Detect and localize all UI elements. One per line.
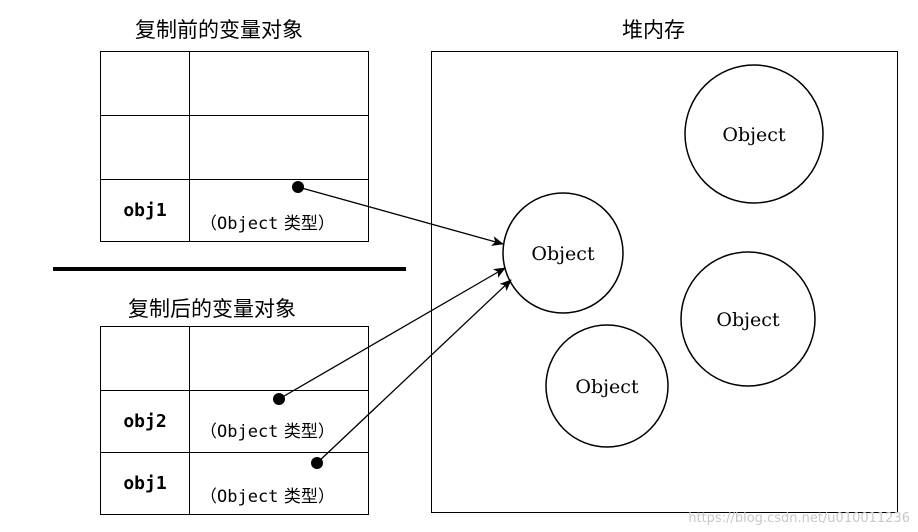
reference-arrow-before-obj1 xyxy=(297,186,504,246)
watermark: https://blog.csdn.net/u010011236 xyxy=(688,511,910,526)
reference-arrow-after-obj1 xyxy=(316,279,512,464)
heap-memory-box xyxy=(431,51,898,513)
variable-value-cell: （Object 类型） xyxy=(189,452,369,515)
table-row xyxy=(100,115,369,180)
after-copy-variable-table: obj2 （Object 类型） obj1 （Object 类型） xyxy=(100,326,369,515)
table-row: obj2 （Object 类型） xyxy=(100,390,369,453)
before-copy-variable-table: obj1 （Object 类型） xyxy=(100,51,369,242)
heap-object-circle-referenced: Object xyxy=(502,192,624,314)
paren-close: ） xyxy=(317,422,335,442)
type-code: Object xyxy=(217,487,279,507)
paren-open: （ xyxy=(200,214,217,234)
section-divider xyxy=(53,267,406,271)
heap-object-circle: Object xyxy=(680,251,816,387)
heap-title: 堆内存 xyxy=(622,18,685,42)
heap-object-label: Object xyxy=(722,124,786,146)
table-row xyxy=(100,326,369,391)
variable-value-cell: （Object 类型） xyxy=(189,179,369,242)
variable-name-obj1: obj1 xyxy=(100,179,190,242)
type-kind: 类型 xyxy=(278,214,318,234)
heap-object-label: Object xyxy=(575,376,639,398)
after-copy-title: 复制后的变量对象 xyxy=(128,297,296,321)
reference-arrow-after-obj2 xyxy=(278,267,506,400)
paren-open: （ xyxy=(200,487,217,507)
paren-open: （ xyxy=(200,422,217,442)
table-row: obj1 （Object 类型） xyxy=(100,179,369,242)
heap-object-label: Object xyxy=(531,243,595,265)
table-row: obj1 （Object 类型） xyxy=(100,452,369,515)
variable-value-cell xyxy=(189,326,369,391)
heap-object-label: Object xyxy=(716,309,780,331)
before-copy-title: 复制前的变量对象 xyxy=(135,18,303,42)
variable-value-cell xyxy=(189,115,369,180)
type-code: Object xyxy=(217,422,279,442)
heap-object-circle: Object xyxy=(684,64,824,204)
variable-name-cell xyxy=(100,115,190,180)
type-code: Object xyxy=(217,214,279,234)
variable-name-obj2: obj2 xyxy=(100,390,190,453)
paren-close: ） xyxy=(317,487,335,507)
type-kind: 类型 xyxy=(278,422,318,442)
heap-object-circle: Object xyxy=(545,324,669,448)
paren-close: ） xyxy=(317,214,335,234)
type-kind: 类型 xyxy=(278,487,318,507)
variable-value-cell xyxy=(189,51,369,116)
